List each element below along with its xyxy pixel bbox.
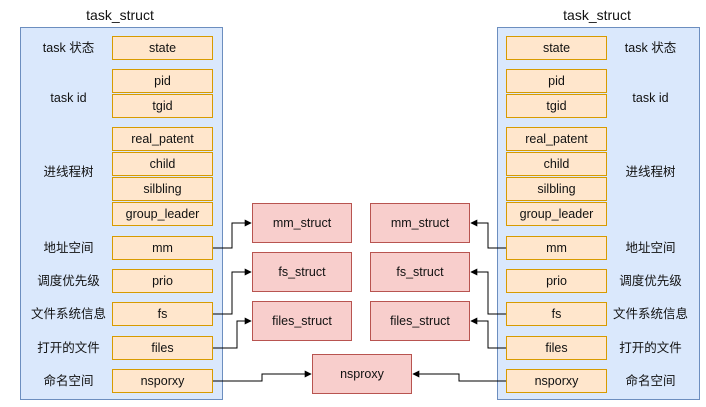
arrow-left-files [213,317,252,349]
left-field-silbling: silbling [112,177,213,201]
left-field-fs: fs [112,302,213,326]
left-label-process-tree: 进线程树 [43,165,94,179]
right-field-group-leader: group_leader [506,202,607,226]
left-label-address-space: 地址空间 [43,241,94,255]
left-field-state: state [112,36,213,60]
left-mm-struct-box: mm_struct [252,203,352,243]
right-field-real-patent: real_patent [506,127,607,151]
left-field-pid: pid [112,69,213,93]
arrow-right-nsproxy [412,370,506,382]
right-mm-struct-box: mm_struct [370,203,470,243]
left-field-nsporxy: nsporxy [112,369,213,393]
arrow-right-mm [470,219,506,249]
right-field-files: files [506,336,607,360]
left-field-files: files [112,336,213,360]
left-label-sched-priority: 调度优先级 [37,274,100,288]
right-field-mm: mm [506,236,607,260]
right-fs-struct-box: fs_struct [370,252,470,292]
nsproxy-box: nsproxy [312,354,412,394]
right-label-process-tree: 进线程树 [625,165,676,179]
arrow-left-nsproxy [213,370,312,382]
left-label-open-files: 打开的文件 [37,341,100,355]
arrow-left-fs [213,268,252,315]
right-field-nsporxy: nsporxy [506,369,607,393]
left-label-fs-info: 文件系统信息 [30,307,106,321]
left-field-tgid: tgid [112,94,213,118]
right-label-namespace: 命名空间 [625,374,676,388]
right-field-silbling: silbling [506,177,607,201]
left-label-task-id: task id [50,91,87,105]
left-field-mm: mm [112,236,213,260]
right-label-sched-priority: 调度优先级 [619,274,682,288]
right-label-open-files: 打开的文件 [619,341,682,355]
left-fs-struct-box: fs_struct [252,252,352,292]
left-label-namespace: 命名空间 [43,374,94,388]
left-files-struct-box: files_struct [252,301,352,341]
arrow-left-mm [213,219,252,249]
left-label-task-state: task 状态 [42,41,95,55]
arrow-right-fs [470,268,506,315]
right-label-task-id: task id [632,91,669,105]
right-task-struct-title: task_struct [563,7,631,23]
left-field-real-patent: real_patent [112,127,213,151]
right-field-pid: pid [506,69,607,93]
right-label-fs-info: 文件系统信息 [612,307,688,321]
right-files-struct-box: files_struct [370,301,470,341]
left-field-group-leader: group_leader [112,202,213,226]
right-field-child: child [506,152,607,176]
left-field-prio: prio [112,269,213,293]
arrow-right-files [470,317,506,349]
right-label-task-state: task 状态 [624,41,677,55]
right-field-tgid: tgid [506,94,607,118]
left-task-struct-title: task_struct [86,7,154,23]
right-field-fs: fs [506,302,607,326]
right-label-address-space: 地址空间 [625,241,676,255]
right-field-state: state [506,36,607,60]
right-field-prio: prio [506,269,607,293]
left-field-child: child [112,152,213,176]
